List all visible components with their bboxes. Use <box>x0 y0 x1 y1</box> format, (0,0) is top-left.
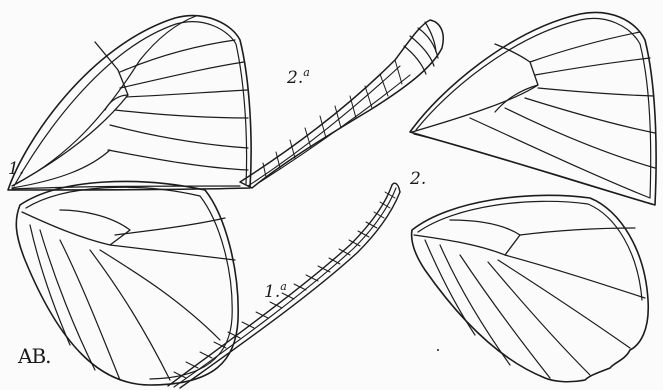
figure-label-1a-number: 1. <box>264 282 280 302</box>
figure-label-2: 2. <box>410 171 426 188</box>
figure-label-2a-suffix: a <box>303 66 310 79</box>
figure-label-1: 1. <box>8 161 24 178</box>
figure-label-2a-number: 2. <box>287 68 303 88</box>
figure-label-1a: 1.a <box>264 284 287 301</box>
figure-label-2a: 2.a <box>287 70 310 87</box>
antenna-2a <box>240 20 443 188</box>
forewing-2 <box>410 12 656 205</box>
ink-speck <box>437 349 439 351</box>
artist-monogram: AB. <box>18 346 51 366</box>
forewing-1 <box>8 16 251 190</box>
figure-label-1a-suffix: a <box>280 280 287 293</box>
hindwing-2 <box>412 195 649 381</box>
